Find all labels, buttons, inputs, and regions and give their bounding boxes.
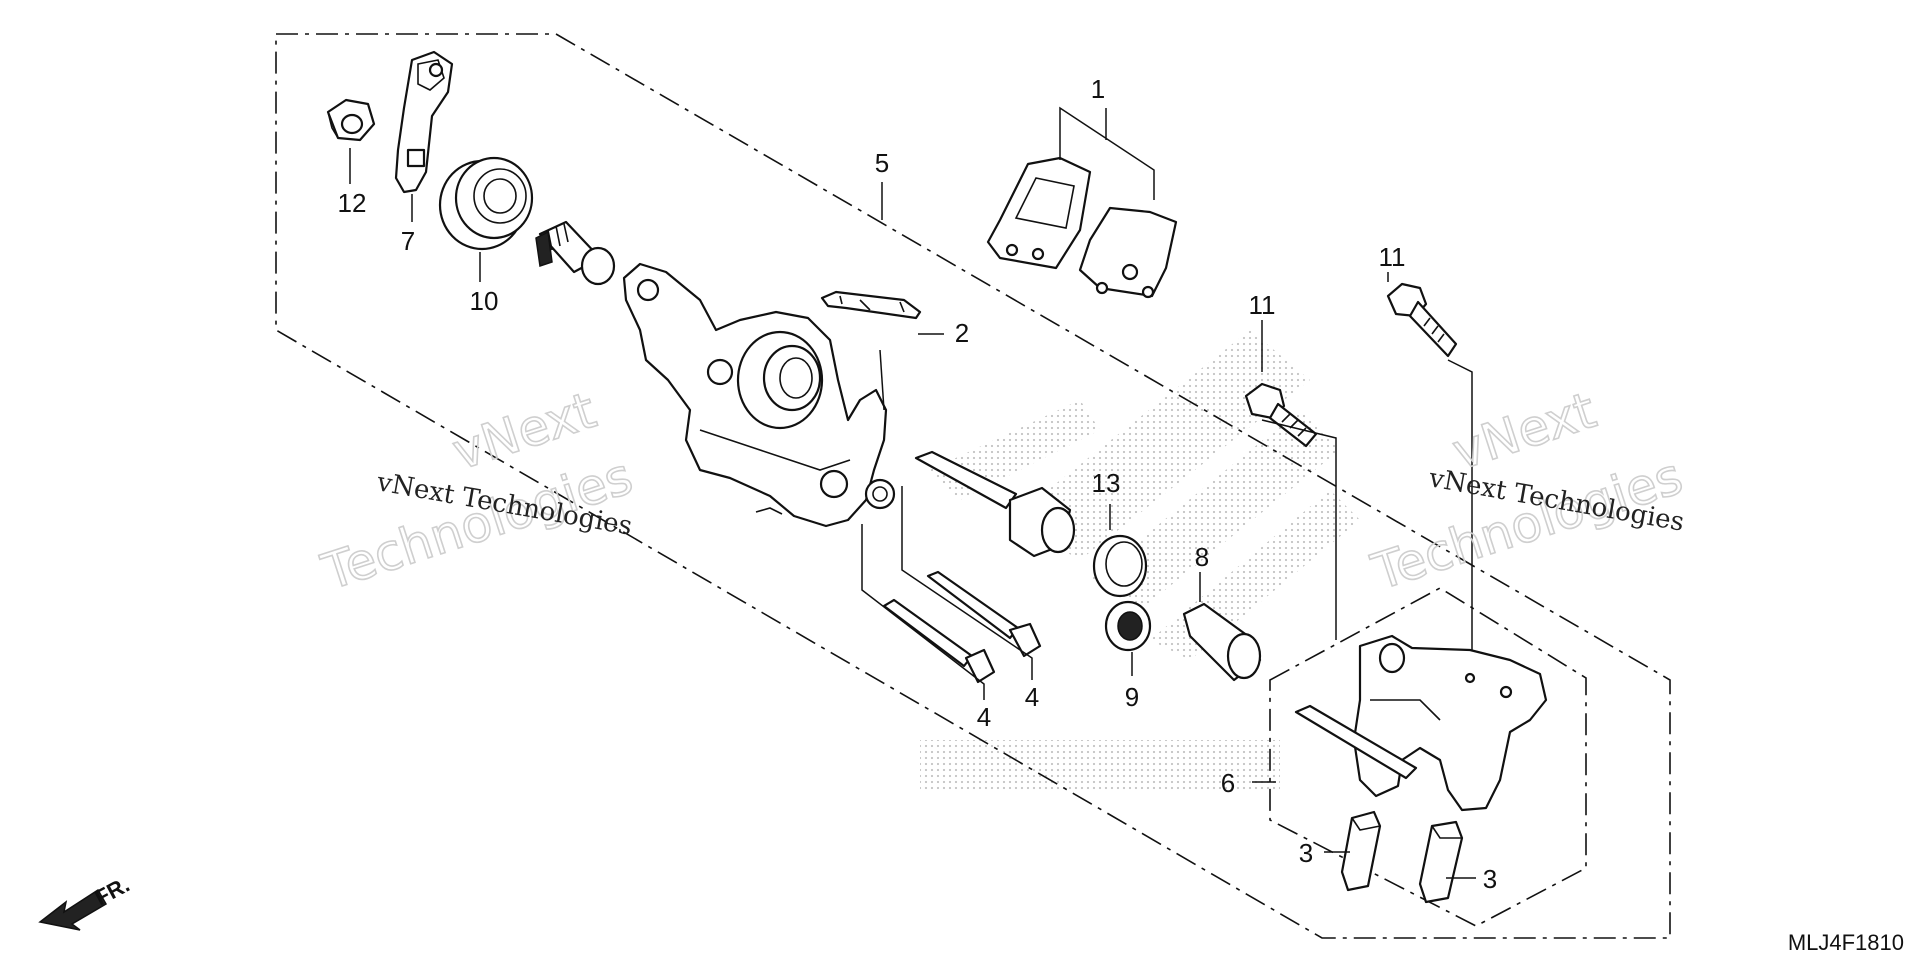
callout-11b: 11 bbox=[1379, 242, 1406, 272]
caliper-body-part bbox=[622, 262, 896, 528]
callout-3b: 3 bbox=[1483, 864, 1497, 894]
callout-4a: 4 bbox=[977, 702, 991, 732]
callout-10: 10 bbox=[470, 286, 499, 316]
background-emblem bbox=[920, 330, 1360, 790]
piston-seal-part bbox=[1092, 534, 1148, 598]
pad-retainer-left-part bbox=[1340, 810, 1382, 892]
subassembly-outline-6 bbox=[1269, 587, 1587, 927]
watermark-left: vNext Technologies vNext Technologies bbox=[314, 380, 640, 602]
callout-9: 9 bbox=[1125, 682, 1139, 712]
callout-4b: 4 bbox=[1025, 682, 1039, 712]
diagram-code: MLJ4F1810 bbox=[1788, 930, 1904, 955]
callout-5: 5 bbox=[875, 148, 889, 178]
pin-boot-part bbox=[1104, 600, 1152, 652]
callout-6: 6 bbox=[1221, 768, 1235, 798]
watermark-right: vNext Technologies vNext Technologies bbox=[1364, 380, 1690, 602]
brake-pad-left-part bbox=[986, 156, 1092, 270]
callout-7: 7 bbox=[401, 226, 415, 256]
callout-3a: 3 bbox=[1299, 838, 1313, 868]
callout-13: 13 bbox=[1092, 468, 1121, 498]
mounting-bolt-upper-part bbox=[1386, 282, 1458, 358]
pad-spring-part bbox=[820, 290, 922, 320]
pad-retainer-right-part bbox=[1418, 820, 1464, 904]
slide-sleeve-part bbox=[1182, 602, 1262, 682]
callout-11a: 11 bbox=[1249, 290, 1276, 320]
callout-1: 1 bbox=[1091, 74, 1105, 104]
slide-pin-upper-part bbox=[926, 570, 1042, 658]
slide-pin-lower-part bbox=[882, 598, 996, 684]
callout-12: 12 bbox=[338, 188, 367, 218]
front-arrow-icon bbox=[38, 888, 108, 931]
caliper-bracket-part bbox=[1294, 634, 1548, 812]
callout-8: 8 bbox=[1195, 542, 1209, 572]
lever-plate-part bbox=[394, 50, 454, 194]
svg-text:vNext: vNext bbox=[1446, 381, 1603, 481]
flange-nut-part bbox=[326, 98, 376, 142]
front-direction-indicator: FR. bbox=[38, 872, 134, 931]
brake-pad-right-part bbox=[1078, 206, 1178, 299]
callout-labels: 1 2 3 3 4 4 5 6 7 8 9 10 11 11 12 13 bbox=[338, 74, 1498, 894]
mounting-bolt-lower-part bbox=[1244, 382, 1318, 448]
guide-pin-part bbox=[914, 450, 1076, 558]
callout-2: 2 bbox=[955, 318, 969, 348]
assembly-outline-5 bbox=[275, 33, 1671, 939]
dust-boot-part bbox=[438, 156, 534, 251]
adjuster-bolt-part bbox=[535, 220, 616, 286]
